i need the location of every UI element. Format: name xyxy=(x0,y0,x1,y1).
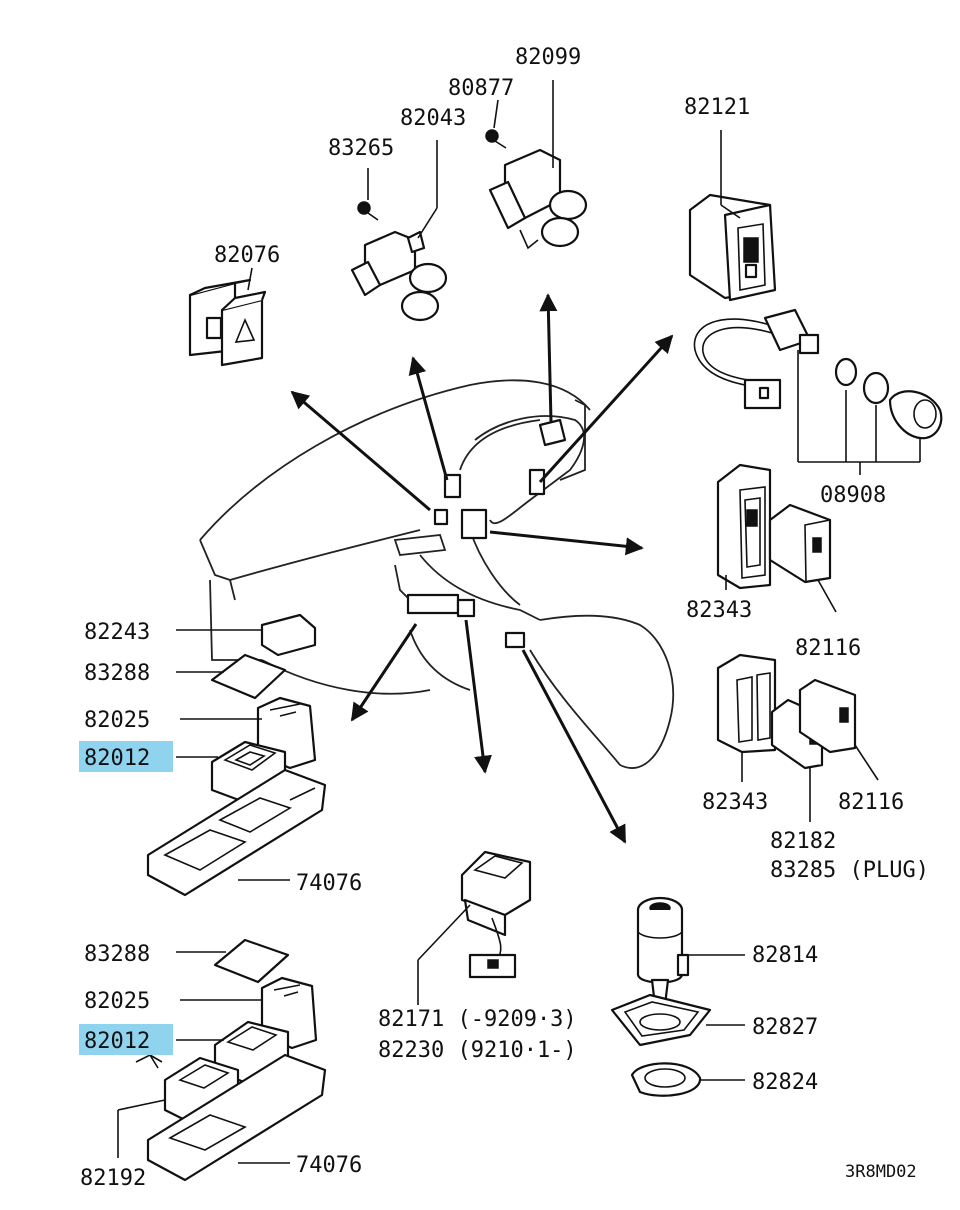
label-82025-lower[interactable]: 82025 xyxy=(84,989,150,1014)
screw-83265-icon xyxy=(357,201,379,221)
label-83285-plug[interactable]: 83285 (PLUG) xyxy=(770,858,929,883)
label-82012-upper[interactable]: 82012 xyxy=(84,746,150,771)
label-80877[interactable]: 80877 xyxy=(448,76,514,101)
label-82012-lower[interactable]: 82012 xyxy=(84,1029,150,1054)
label-82192[interactable]: 82192 xyxy=(80,1166,146,1191)
label-82121[interactable]: 82121 xyxy=(684,95,750,120)
label-82243[interactable]: 82243 xyxy=(84,620,150,645)
label-82043[interactable]: 82043 xyxy=(400,106,466,131)
lighter-bezel-drawing xyxy=(610,993,712,1047)
hazard-switch-drawing xyxy=(188,278,267,367)
switch-82121-drawing xyxy=(688,193,777,302)
leader-80877 xyxy=(493,99,499,129)
leader-82116-upper xyxy=(817,579,837,613)
label-74076-upper[interactable]: 74076 xyxy=(296,871,362,896)
switch-82343-upper-drawing xyxy=(716,463,772,590)
leader-82192-d xyxy=(117,1099,166,1111)
switch-82116-upper-drawing xyxy=(768,503,832,584)
label-82230[interactable]: 82230 (9210·1-) xyxy=(378,1038,577,1063)
label-74076-lower[interactable]: 74076 xyxy=(296,1153,362,1178)
label-82116-upper[interactable]: 82116 xyxy=(795,636,861,661)
screw-80877-icon xyxy=(485,129,507,149)
label-82824[interactable]: 82824 xyxy=(752,1070,818,1095)
label-82827[interactable]: 82827 xyxy=(752,1015,818,1040)
label-82171[interactable]: 82171 (-9209·3) xyxy=(378,1007,577,1032)
label-82343-lower[interactable]: 82343 xyxy=(702,790,768,815)
leader-08908 xyxy=(797,350,921,475)
label-82025-upper[interactable]: 82025 xyxy=(84,708,150,733)
highlight-82012-upper xyxy=(79,741,173,772)
leader-82116-lower xyxy=(854,744,879,781)
window-switch-assembly-upper xyxy=(146,613,327,897)
label-82343-upper[interactable]: 82343 xyxy=(686,598,752,623)
window-switch-assembly-lower xyxy=(135,938,327,1182)
pointer-arrows xyxy=(290,293,674,844)
switch-82116-lower-drawing xyxy=(798,678,857,754)
lighter-socket-drawing xyxy=(636,896,690,1007)
cigar-lighter-harness-drawing xyxy=(693,308,943,440)
label-83288-upper[interactable]: 83288 xyxy=(84,661,150,686)
leader-82076 xyxy=(247,267,253,291)
leader-82043-d xyxy=(417,207,438,239)
rocker-switch-82171-drawing xyxy=(460,850,532,979)
label-82099[interactable]: 82099 xyxy=(515,45,581,70)
label-82116-lower[interactable]: 82116 xyxy=(838,790,904,815)
leader-82121-d xyxy=(720,204,741,219)
label-83288-lower[interactable]: 83288 xyxy=(84,942,150,967)
label-08908[interactable]: 08908 xyxy=(820,483,886,508)
label-82182[interactable]: 82182 xyxy=(770,829,836,854)
switch-82343-lower-drawing xyxy=(716,653,777,754)
label-82076[interactable]: 82076 xyxy=(214,243,280,268)
dashboard-switch-cluster xyxy=(406,418,567,649)
lighter-ring-drawing xyxy=(630,1062,702,1097)
diagram-code: 3R8MD02 xyxy=(845,1162,917,1182)
highlight-82012-lower xyxy=(79,1024,173,1055)
label-82814[interactable]: 82814 xyxy=(752,943,818,968)
switch-82099-drawing xyxy=(488,148,588,250)
label-83265[interactable]: 83265 xyxy=(328,136,394,161)
leader-82171-d xyxy=(417,904,471,961)
switch-82043-drawing xyxy=(350,230,448,322)
